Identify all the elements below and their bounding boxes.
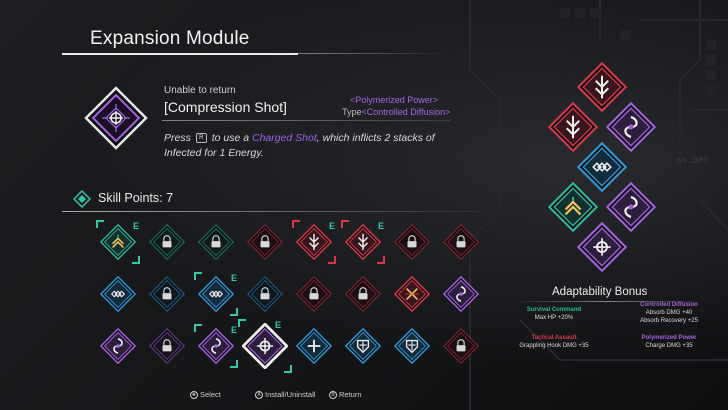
equipped-bracket	[292, 220, 300, 228]
equipped-badge: E	[133, 221, 140, 231]
module-slot[interactable]	[394, 224, 430, 260]
module-slot[interactable]	[296, 276, 332, 312]
module-slot[interactable]: E	[238, 319, 292, 373]
module-name: [Compression Shot]	[164, 99, 287, 115]
dpad-icon: ✥	[190, 391, 198, 400]
selected-module-icon	[84, 86, 148, 150]
footer-install-label: Install/Uninstall	[265, 390, 316, 399]
desc-text-3: , which inflicts 2 stacks of Infected fo…	[164, 132, 435, 159]
skill-points-label: Skill Points: 7	[98, 191, 174, 205]
module-slot[interactable]	[100, 276, 136, 312]
module-slot[interactable]	[345, 328, 381, 364]
r-button-icon: R	[195, 133, 207, 144]
module-slot[interactable]	[247, 224, 283, 260]
module-type-prefix: Type	[342, 107, 362, 117]
skill-points-underline	[62, 211, 482, 212]
module-slot[interactable]: E	[341, 220, 385, 264]
module-slot[interactable]: E	[194, 272, 238, 316]
equipped-bracket	[328, 256, 336, 264]
desc-text-1: Press	[164, 132, 191, 144]
module-category: <Polymerized Power>	[350, 95, 439, 105]
module-slot[interactable]	[394, 276, 430, 312]
equipped-badge: E	[231, 273, 238, 283]
module-slot[interactable]: E	[292, 220, 336, 264]
module-type: Type<Controlled Diffusion>	[342, 107, 450, 117]
a-button-icon: A	[255, 391, 263, 400]
module-slot[interactable]: E	[194, 324, 238, 368]
module-slot[interactable]	[149, 328, 185, 364]
module-slot[interactable]	[296, 328, 332, 364]
equipped-loadout	[526, 61, 686, 282]
adaptability-bonus-title: Adaptability Bonus	[552, 286, 648, 298]
loadout-slot[interactable]	[576, 141, 628, 193]
desc-text-2: to use a	[211, 132, 250, 144]
loadout-number: no.089	[676, 156, 709, 166]
module-description: Press R to use a Charged Shot, which inf…	[164, 131, 464, 161]
module-status: Unable to return	[164, 85, 236, 96]
module-slot[interactable]	[394, 328, 430, 364]
bonus-name: Polymerized Power	[641, 335, 697, 341]
loadout-slot[interactable]	[576, 61, 628, 113]
bonus-controlled-diffusion: Controlled Diffusion Absorb DMG +40 Abso…	[622, 301, 716, 325]
bonus-value: Absorb DMG +40 Absorb Recovery +25	[640, 310, 698, 324]
loadout-slot[interactable]	[605, 181, 657, 233]
footer-select[interactable]: ✥Select	[190, 390, 221, 400]
module-slot[interactable]	[247, 276, 283, 312]
module-slot[interactable]	[443, 276, 479, 312]
module-slot[interactable]: E	[96, 220, 140, 264]
equipped-bracket	[238, 319, 246, 327]
adaptability-bonus-divider	[512, 301, 702, 302]
equipped-bracket	[194, 272, 202, 280]
equipped-bracket	[96, 220, 104, 228]
equipped-bracket	[377, 256, 385, 264]
equipped-bracket	[132, 256, 140, 264]
skill-points-icon	[72, 189, 92, 209]
b-button-icon: B	[329, 391, 337, 400]
title-underline	[62, 53, 298, 55]
equipped-bracket	[284, 365, 292, 373]
equipped-bracket	[194, 324, 202, 332]
footer-return-label: Return	[339, 390, 362, 399]
bonus-polymerized-power: Polymerized Power Charge DMG +35	[626, 334, 712, 350]
module-slot[interactable]	[149, 224, 185, 260]
bonus-value: Charge DMG +35	[645, 343, 693, 349]
loadout-slot[interactable]	[576, 221, 628, 273]
bonus-value: Grappling Hook DMG +35	[519, 343, 589, 349]
module-slot[interactable]	[100, 328, 136, 364]
module-type-value: <Controlled Diffusion>	[361, 107, 451, 117]
module-name-underline	[162, 120, 450, 121]
title-underline-fade	[298, 53, 448, 54]
module-slot[interactable]	[443, 328, 479, 364]
page-title: Expansion Module	[90, 28, 250, 49]
equipped-bracket	[230, 360, 238, 368]
bonus-name: Survival Command	[526, 307, 582, 313]
equipped-badge: E	[231, 325, 238, 335]
equipped-bracket	[230, 308, 238, 316]
equipped-badge: E	[275, 320, 282, 330]
footer-select-label: Select	[200, 390, 221, 399]
module-slot[interactable]	[443, 224, 479, 260]
bonus-tactical-assault: Tactical Assault Grappling Hook DMG +35	[504, 334, 604, 350]
bonus-value: Max HP +20%	[534, 315, 574, 321]
bonus-survival-command: Survival Command Max HP +20%	[512, 306, 596, 322]
loadout-slot[interactable]	[547, 181, 599, 233]
loadout-slot[interactable]	[547, 101, 599, 153]
equipped-badge: E	[378, 221, 385, 231]
module-slot[interactable]	[345, 276, 381, 312]
desc-highlight: Charged Shot	[251, 132, 317, 144]
module-slot[interactable]	[198, 224, 234, 260]
module-slot[interactable]	[149, 276, 185, 312]
loadout-slot[interactable]	[605, 101, 657, 153]
bonus-name: Tactical Assault	[531, 335, 577, 341]
equipped-bracket	[341, 220, 349, 228]
equipped-badge: E	[329, 221, 336, 231]
bonus-name: Controlled Diffusion	[640, 302, 698, 308]
